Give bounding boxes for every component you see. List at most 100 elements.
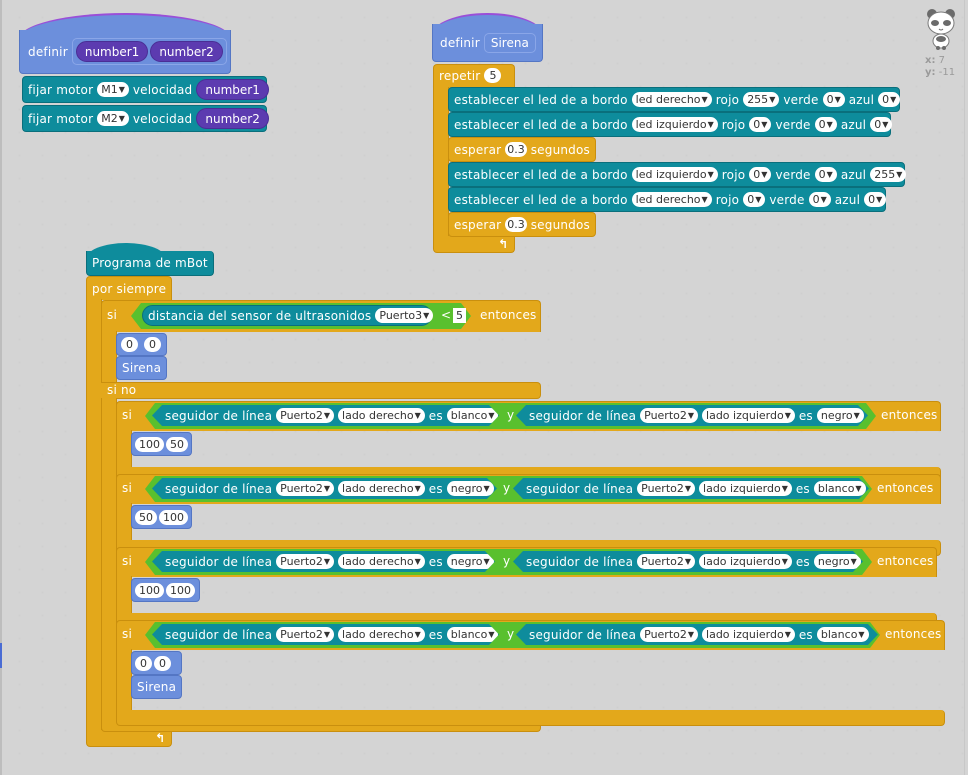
red-label: rojo: [715, 192, 740, 207]
param-number2[interactable]: number2: [150, 41, 223, 62]
wait-block[interactable]: esperar 0.3 segundos: [448, 137, 596, 162]
motor-call-block[interactable]: 0 0: [131, 651, 182, 675]
led-dropdown[interactable]: led izquierdo▼: [631, 117, 718, 132]
wait-seconds-input[interactable]: 0.3: [505, 217, 527, 232]
set-motor-block[interactable]: fijar motor M2▼ velocidad number2: [22, 105, 269, 132]
motor-call-block[interactable]: 100 50: [131, 432, 192, 456]
set-led-block[interactable]: establecer el led de a bordo led derecho…: [448, 87, 901, 112]
and-label: y: [503, 481, 511, 495]
if-label: si: [122, 408, 132, 422]
motor-dropdown[interactable]: M2▼: [97, 111, 129, 126]
arg-input[interactable]: 0: [121, 337, 138, 352]
led-dropdown[interactable]: led derecho▼: [631, 192, 712, 207]
side-dropdown[interactable]: lado derecho▼: [338, 627, 425, 642]
if-arm: [116, 649, 132, 712]
line-follower-reporter[interactable]: seguidor de línea Puerto2▼ lado izquierd…: [516, 405, 868, 426]
blue-dropdown[interactable]: 0▼: [878, 92, 901, 107]
dropdown-arrow-icon: ▼: [707, 170, 714, 179]
ultrasonic-label: distancia del sensor de ultrasonidos: [148, 308, 372, 323]
side-dropdown[interactable]: lado izquierdo▼: [702, 408, 795, 423]
speed-param[interactable]: number2: [196, 108, 269, 129]
color-dropdown[interactable]: blanco▼: [447, 408, 499, 423]
forever-block[interactable]: por siempre: [86, 276, 172, 300]
set-motor-label: fijar motor: [28, 82, 94, 97]
red-dropdown[interactable]: 0▼: [749, 167, 772, 182]
color-dropdown[interactable]: blanco▼: [814, 481, 866, 496]
led-dropdown[interactable]: led izquierdo▼: [631, 167, 718, 182]
arg-input[interactable]: 100: [135, 436, 164, 452]
sirena-call-block[interactable]: Sirena: [131, 675, 182, 699]
color-dropdown[interactable]: negro▼: [447, 554, 494, 569]
sirena-call-block[interactable]: Sirena: [116, 356, 167, 380]
color-dropdown[interactable]: negro▼: [447, 481, 494, 496]
arg-input[interactable]: 0: [135, 655, 152, 671]
color-dropdown[interactable]: blanco▼: [817, 627, 869, 642]
motor-call-block[interactable]: 0 0: [116, 333, 167, 356]
arg-input[interactable]: 100: [166, 582, 195, 598]
seconds-label: segundos: [530, 217, 590, 232]
line-follower-reporter[interactable]: seguidor de línea Puerto2▼ lado derecho▼…: [152, 478, 497, 499]
motor-call-block[interactable]: 100 100: [131, 578, 200, 602]
repeat-count-input[interactable]: 5: [484, 68, 502, 83]
port-dropdown[interactable]: Puerto2▼: [276, 627, 334, 642]
side-dropdown[interactable]: lado derecho▼: [338, 481, 425, 496]
red-dropdown[interactable]: 0▼: [743, 192, 766, 207]
green-dropdown[interactable]: 0▼: [814, 167, 837, 182]
side-dropdown[interactable]: lado izquierdo▼: [699, 554, 792, 569]
port-dropdown[interactable]: Puerto3▼: [375, 308, 434, 323]
motor-dropdown[interactable]: M1▼: [97, 82, 129, 97]
port-dropdown[interactable]: Puerto2▼: [276, 554, 334, 569]
blue-dropdown[interactable]: 0▼: [870, 117, 893, 132]
arg-input[interactable]: 100: [159, 509, 188, 525]
line-follower-reporter[interactable]: seguidor de línea Puerto2▼ lado derecho▼…: [152, 405, 499, 426]
set-led-block[interactable]: establecer el led de a bordo led izquier…: [448, 162, 907, 187]
green-dropdown[interactable]: 0▼: [822, 92, 845, 107]
red-dropdown[interactable]: 255▼: [743, 92, 780, 107]
red-dropdown[interactable]: 0▼: [749, 117, 772, 132]
port-dropdown[interactable]: Puerto2▼: [640, 627, 698, 642]
color-dropdown[interactable]: negro▼: [817, 408, 864, 423]
blue-dropdown[interactable]: 255▼: [870, 167, 907, 182]
speed-param[interactable]: number1: [196, 79, 269, 100]
wait-seconds-input[interactable]: 0.3: [505, 142, 527, 157]
led-dropdown[interactable]: led derecho▼: [631, 92, 712, 107]
line-follower-reporter[interactable]: seguidor de línea Puerto2▼ lado izquierd…: [513, 478, 869, 499]
green-dropdown[interactable]: 0▼: [808, 192, 831, 207]
side-dropdown[interactable]: lado derecho▼: [338, 554, 425, 569]
arg-input[interactable]: 0: [144, 337, 161, 352]
line-follower-reporter[interactable]: seguidor de línea Puerto2▼ lado izquierd…: [513, 551, 863, 572]
arg-input[interactable]: 100: [135, 582, 164, 598]
panda-icon[interactable]: [924, 8, 958, 50]
set-led-block[interactable]: establecer el led de a bordo led izquier…: [448, 112, 893, 137]
ultrasonic-sensor-reporter[interactable]: distancia del sensor de ultrasonidos Pue…: [142, 305, 434, 326]
set-motor-block[interactable]: fijar motor M1▼ velocidad number1: [22, 76, 269, 103]
define-motor-block[interactable]: definir number1 number2: [19, 30, 231, 74]
side-dropdown[interactable]: lado izquierdo▼: [702, 627, 795, 642]
set-led-block[interactable]: establecer el led de a bordo led derecho…: [448, 187, 887, 212]
line-follower-reporter[interactable]: seguidor de línea Puerto2▼ lado izquierd…: [516, 624, 878, 645]
side-dropdown[interactable]: lado izquierdo▼: [699, 481, 792, 496]
port-dropdown[interactable]: Puerto2▼: [276, 481, 334, 496]
green-dropdown[interactable]: 0▼: [814, 117, 837, 132]
port-dropdown[interactable]: Puerto2▼: [640, 408, 698, 423]
port-dropdown[interactable]: Puerto2▼: [637, 554, 695, 569]
wait-block[interactable]: esperar 0.3 segundos: [448, 212, 596, 237]
line-follower-reporter[interactable]: seguidor de línea Puerto2▼ lado derecho▼…: [152, 624, 499, 645]
distance-threshold-input[interactable]: 5: [453, 308, 466, 323]
repeat-block[interactable]: [433, 64, 515, 88]
dropdown-arrow-icon: ▼: [323, 411, 331, 420]
param-number1[interactable]: number1: [75, 41, 149, 62]
port-dropdown[interactable]: Puerto2▼: [637, 481, 695, 496]
port-dropdown[interactable]: Puerto2▼: [276, 408, 334, 423]
color-dropdown[interactable]: blanco▼: [447, 627, 499, 642]
program-hat-block[interactable]: Programa de mBot: [86, 251, 214, 276]
define-sirena-block[interactable]: definir Sirena: [432, 24, 543, 62]
color-dropdown[interactable]: negro▼: [814, 554, 861, 569]
side-dropdown[interactable]: lado derecho▼: [338, 408, 425, 423]
arg-input[interactable]: 0: [154, 655, 171, 671]
line-follower-reporter[interactable]: seguidor de línea Puerto2▼ lado derecho▼…: [152, 551, 495, 572]
blue-dropdown[interactable]: 0▼: [864, 192, 887, 207]
motor-call-block[interactable]: 50 100: [131, 505, 192, 529]
arg-input[interactable]: 50: [166, 436, 188, 452]
arg-input[interactable]: 50: [135, 509, 157, 525]
